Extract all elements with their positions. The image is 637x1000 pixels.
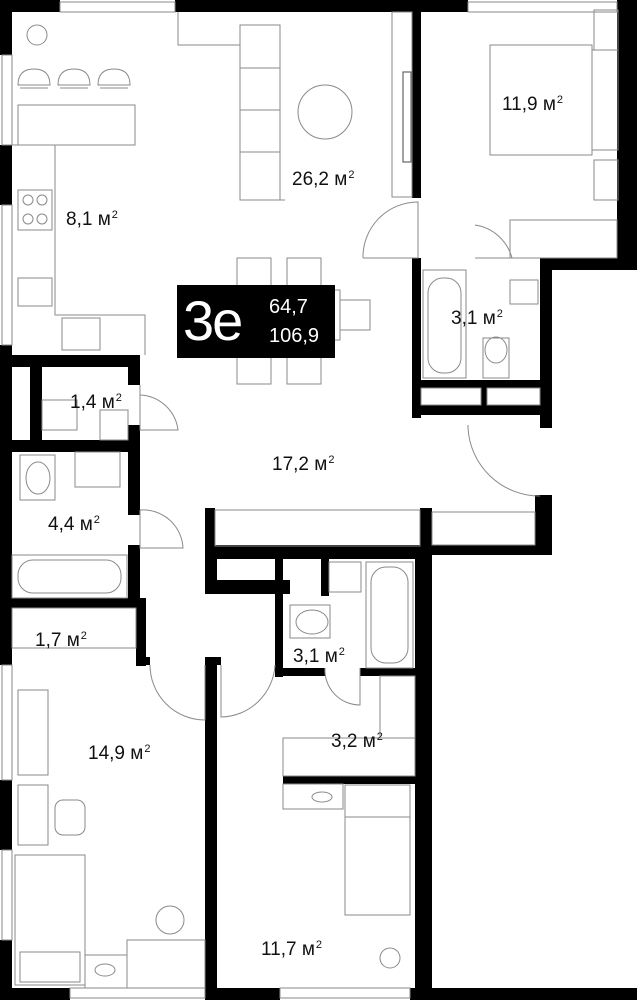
area-label-hall: 17,2 м2	[272, 454, 335, 475]
area-label-bedroom-top-right: 11,9 м2	[502, 94, 564, 115]
area-label-wardrobe-left: 1,7 м2	[35, 630, 87, 651]
living-area: 64,7	[269, 296, 308, 318]
area-label-wardrobe-center: 3,2 м2	[331, 731, 383, 752]
area-label-bathroom-center: 3,1 м2	[293, 646, 345, 667]
apartment-type: 3е	[183, 289, 243, 352]
area-label-bedroom-left: 14,9 м2	[88, 743, 151, 764]
total-area: 106,9	[269, 325, 320, 347]
area-label-bedroom-bottom: 11,7 м2	[261, 939, 323, 960]
apartment-badge: 3е 64,7 106,9	[177, 285, 335, 358]
area-label-living-room: 26,2 м2	[292, 169, 355, 190]
area-label-bathroom-left: 4,4 м2	[48, 514, 100, 535]
interior-lines	[1, 1, 619, 999]
area-label-bathroom-top-right: 3,1 м2	[451, 308, 503, 329]
area-label-wc-small: 1,4 м2	[70, 392, 122, 413]
area-label-kitchen: 8,1 м2	[66, 209, 118, 230]
